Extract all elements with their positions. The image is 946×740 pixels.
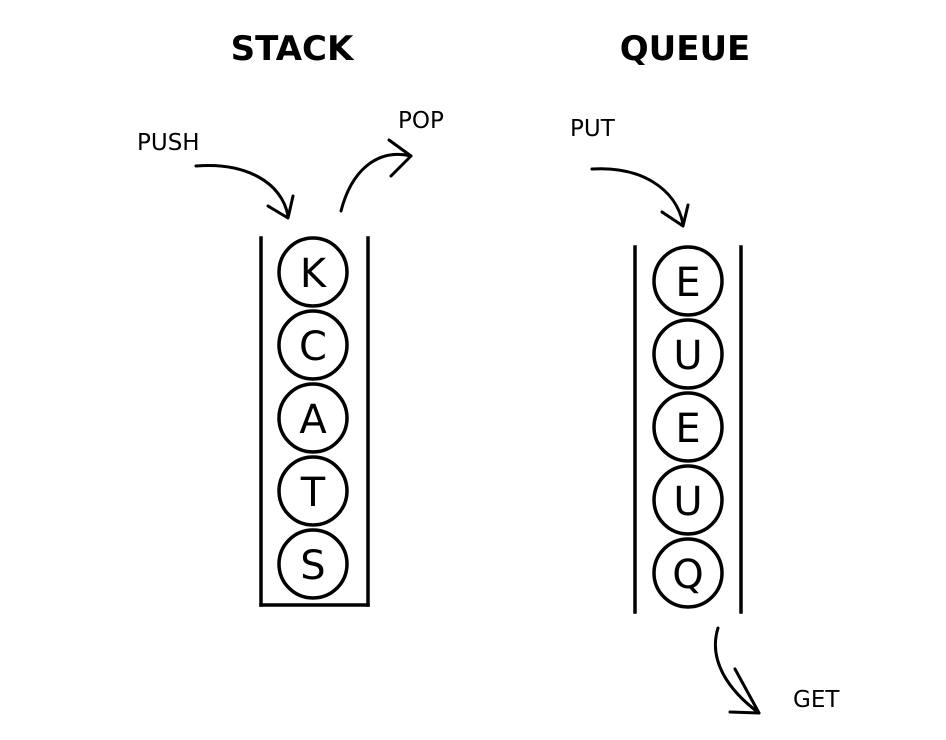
stack-item-letter: T — [300, 470, 326, 516]
stack-item: A — [277, 382, 349, 454]
get-arrow — [713, 626, 761, 715]
push-arrow — [194, 163, 295, 220]
pop-arrow — [339, 138, 413, 213]
queue-item: E — [652, 391, 724, 463]
queue-item-letter: Q — [672, 552, 703, 598]
put-arrow — [590, 167, 690, 228]
put-label: PUT — [570, 116, 616, 142]
stack-item-letter: A — [299, 397, 327, 443]
queue-item-letter: E — [675, 406, 700, 452]
queue-item-letter: U — [673, 479, 702, 525]
stack-item-letter: K — [300, 251, 328, 297]
queue-items: E U E U Q — [652, 245, 724, 609]
get-label: GET — [793, 687, 840, 713]
queue-diagram: QUEUE PUT GET E U E — [570, 29, 840, 715]
queue-item: U — [652, 318, 724, 390]
stack-item-letter: C — [299, 324, 327, 370]
queue-item: Q — [652, 537, 724, 609]
queue-title: QUEUE — [620, 29, 751, 69]
stack-title: STACK — [231, 29, 355, 69]
queue-item: U — [652, 464, 724, 536]
queue-container — [633, 245, 743, 614]
queue-item: E — [652, 245, 724, 317]
stack-diagram: STACK PUSH POP K C — [137, 29, 444, 607]
stack-items: K C A T S — [277, 236, 349, 600]
push-label: PUSH — [137, 130, 200, 156]
stack-item-letter: S — [300, 543, 325, 589]
pop-label: POP — [398, 108, 444, 134]
stack-item: C — [277, 309, 349, 381]
stack-container — [259, 236, 370, 607]
queue-item-letter: E — [675, 260, 700, 306]
stack-item: K — [277, 236, 349, 308]
queue-item-letter: U — [673, 333, 702, 379]
stack-item: T — [277, 455, 349, 527]
stack-item: S — [277, 528, 349, 600]
